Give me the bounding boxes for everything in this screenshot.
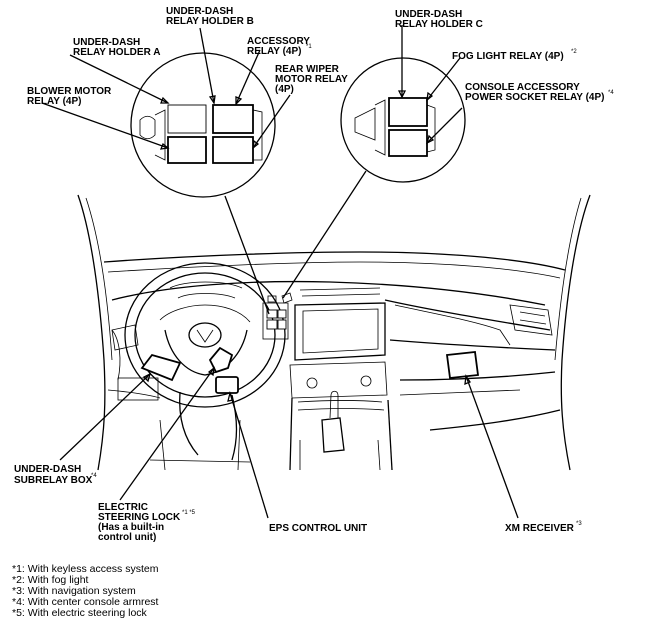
blower-motor-relay-marker: [167, 136, 207, 164]
footnote-4: *4: With center console armrest: [12, 596, 159, 608]
label-rear-wiper-2: MOTOR RELAY: [275, 74, 348, 85]
label-holder-b-1: UNDER-DASH: [166, 6, 233, 17]
label-console-2: POWER SOCKET RELAY (4P): [465, 92, 604, 103]
label-fog: FOG LIGHT RELAY (4P): [452, 51, 564, 62]
label-accessory-1: ACCESSORY: [247, 36, 310, 47]
label-holder-a-2: RELAY HOLDER A: [73, 47, 160, 58]
label-accessory-2: RELAY (4P): [247, 46, 301, 57]
label-steering-lock-1: ELECTRIC: [98, 502, 148, 513]
label-subrelay-2: SUBRELAY BOX: [14, 475, 93, 486]
label-steering-lock-3: (Has a built-in: [98, 522, 164, 533]
label-holder-a-1: UNDER-DASH: [73, 37, 140, 48]
dashboard-illustration: [77, 194, 591, 471]
footnote-3: *3: With navigation system: [12, 585, 136, 597]
label-holder-c-2: RELAY HOLDER C: [395, 19, 483, 30]
label-xm-sup: *3: [576, 521, 582, 527]
xm-receiver-marker: [445, 351, 480, 379]
relay-holder-detail-right: [340, 57, 466, 183]
label-steering-lock-2: STEERING LOCK: [98, 512, 181, 523]
console-socket-relay-marker: [388, 129, 428, 157]
relay-holder-detail-left: [130, 52, 276, 198]
rear-wiper-relay-marker: [212, 136, 254, 164]
label-subrelay-1: UNDER-DASH: [14, 464, 81, 475]
label-blower-1: BLOWER MOTOR: [27, 86, 112, 97]
label-holder-b-2: RELAY HOLDER B: [166, 16, 254, 27]
accessory-relay-marker: [212, 104, 254, 134]
fog-light-relay-marker: [388, 97, 428, 127]
component-markers: [140, 346, 480, 394]
label-xm: XM RECEIVER: [505, 523, 575, 534]
label-fog-sup: *2: [571, 49, 577, 55]
steering-lock-marker: [208, 346, 234, 374]
label-steering-lock-sup: *1 *5: [182, 510, 196, 516]
label-holder-c-1: UNDER-DASH: [395, 9, 462, 20]
subrelay-box-marker: [140, 353, 182, 382]
eps-control-unit-marker: [215, 376, 239, 394]
label-subrelay-sup: *4: [91, 473, 97, 479]
label-steering-lock-4: control unit): [98, 532, 156, 543]
label-rear-wiper-3: (4P): [275, 84, 294, 95]
footnote-1: *1: With keyless access system: [12, 563, 159, 575]
label-blower-2: RELAY (4P): [27, 96, 81, 107]
label-rear-wiper-1: REAR WIPER: [275, 64, 340, 75]
footnote-5: *5: With electric steering lock: [12, 607, 148, 619]
callout-labels: UNDER-DASH RELAY HOLDER A UNDER-DASH REL…: [14, 6, 614, 543]
footnotes: *1: With keyless access system *2: With …: [12, 563, 159, 619]
label-console-1: CONSOLE ACCESSORY: [465, 82, 580, 93]
leader-lines: [41, 25, 519, 519]
label-accessory-sup: *1: [306, 44, 312, 50]
label-eps: EPS CONTROL UNIT: [269, 523, 367, 534]
label-console-sup: *4: [608, 90, 614, 96]
footnote-2: *2: With fog light: [12, 574, 89, 586]
